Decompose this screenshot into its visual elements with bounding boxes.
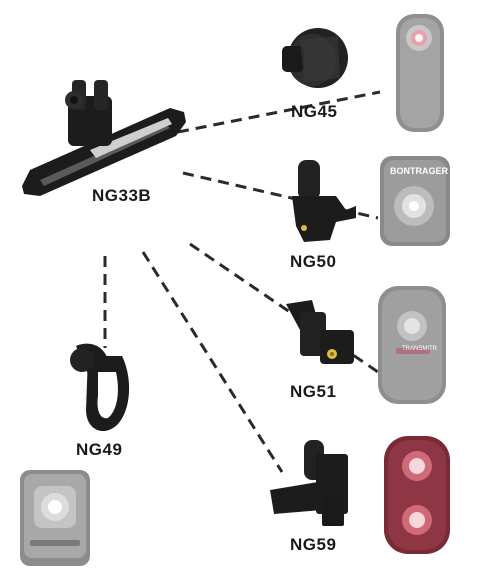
label-ng50: NG50 <box>290 252 337 271</box>
brand-bontrager: BONTRAGER <box>390 166 448 176</box>
label-ng51: NG51 <box>290 382 337 401</box>
label-ng45: NG45 <box>291 102 338 121</box>
label-ng33b: NG33B <box>92 186 152 205</box>
ng33b-mount-image <box>22 80 186 196</box>
ng49-mount-image <box>70 343 130 432</box>
brand-transmitr: TRANSMITR <box>402 346 437 352</box>
ng45-mount-image <box>282 28 348 88</box>
light-ng51-image <box>378 286 446 404</box>
ng51-mount-image <box>286 300 354 364</box>
light-ng49-image <box>20 470 90 566</box>
ng59-mount-image <box>270 440 348 526</box>
label-ng59: NG59 <box>290 535 337 554</box>
connector-ng59 <box>141 251 284 473</box>
label-ng49: NG49 <box>76 440 123 459</box>
light-ng59-image <box>384 436 450 554</box>
light-ng50-image <box>380 156 450 246</box>
ng50-mount-image <box>292 160 356 242</box>
light-ng45-image <box>396 14 444 132</box>
connector-ng45 <box>177 90 381 134</box>
